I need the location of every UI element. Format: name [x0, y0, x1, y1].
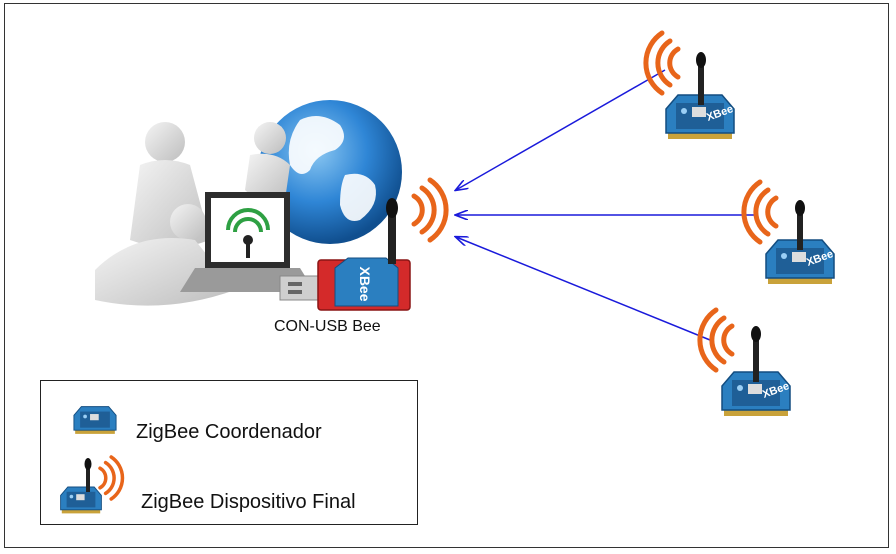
xbee-module-icon: XBee	[744, 182, 835, 285]
signal-waves-icon	[414, 180, 446, 240]
arrow-device-3	[456, 237, 711, 341]
usb-module-label: XBee	[357, 266, 373, 301]
legend-box: ZigBee Coordenador ZigBee Dispositivo Fi…	[40, 380, 418, 525]
legend-coordinator-label: ZigBee Coordenador	[136, 421, 322, 443]
arrow-device-1	[456, 69, 666, 190]
xbee-module-icon: XBee	[700, 310, 791, 417]
usb-bee-icon: XBee	[279, 257, 411, 311]
globe-icon	[258, 100, 402, 244]
usb-bee-caption: CON-USB Bee	[274, 318, 381, 335]
legend-end-device-label: ZigBee Dispositivo Final	[141, 491, 356, 513]
xbee-module-icon: XBee	[646, 33, 735, 140]
antenna-icon	[386, 198, 398, 264]
end-device-legend-icon	[60, 455, 125, 514]
coordinator-module-icon	[73, 406, 117, 435]
legend-icons	[60, 406, 125, 514]
